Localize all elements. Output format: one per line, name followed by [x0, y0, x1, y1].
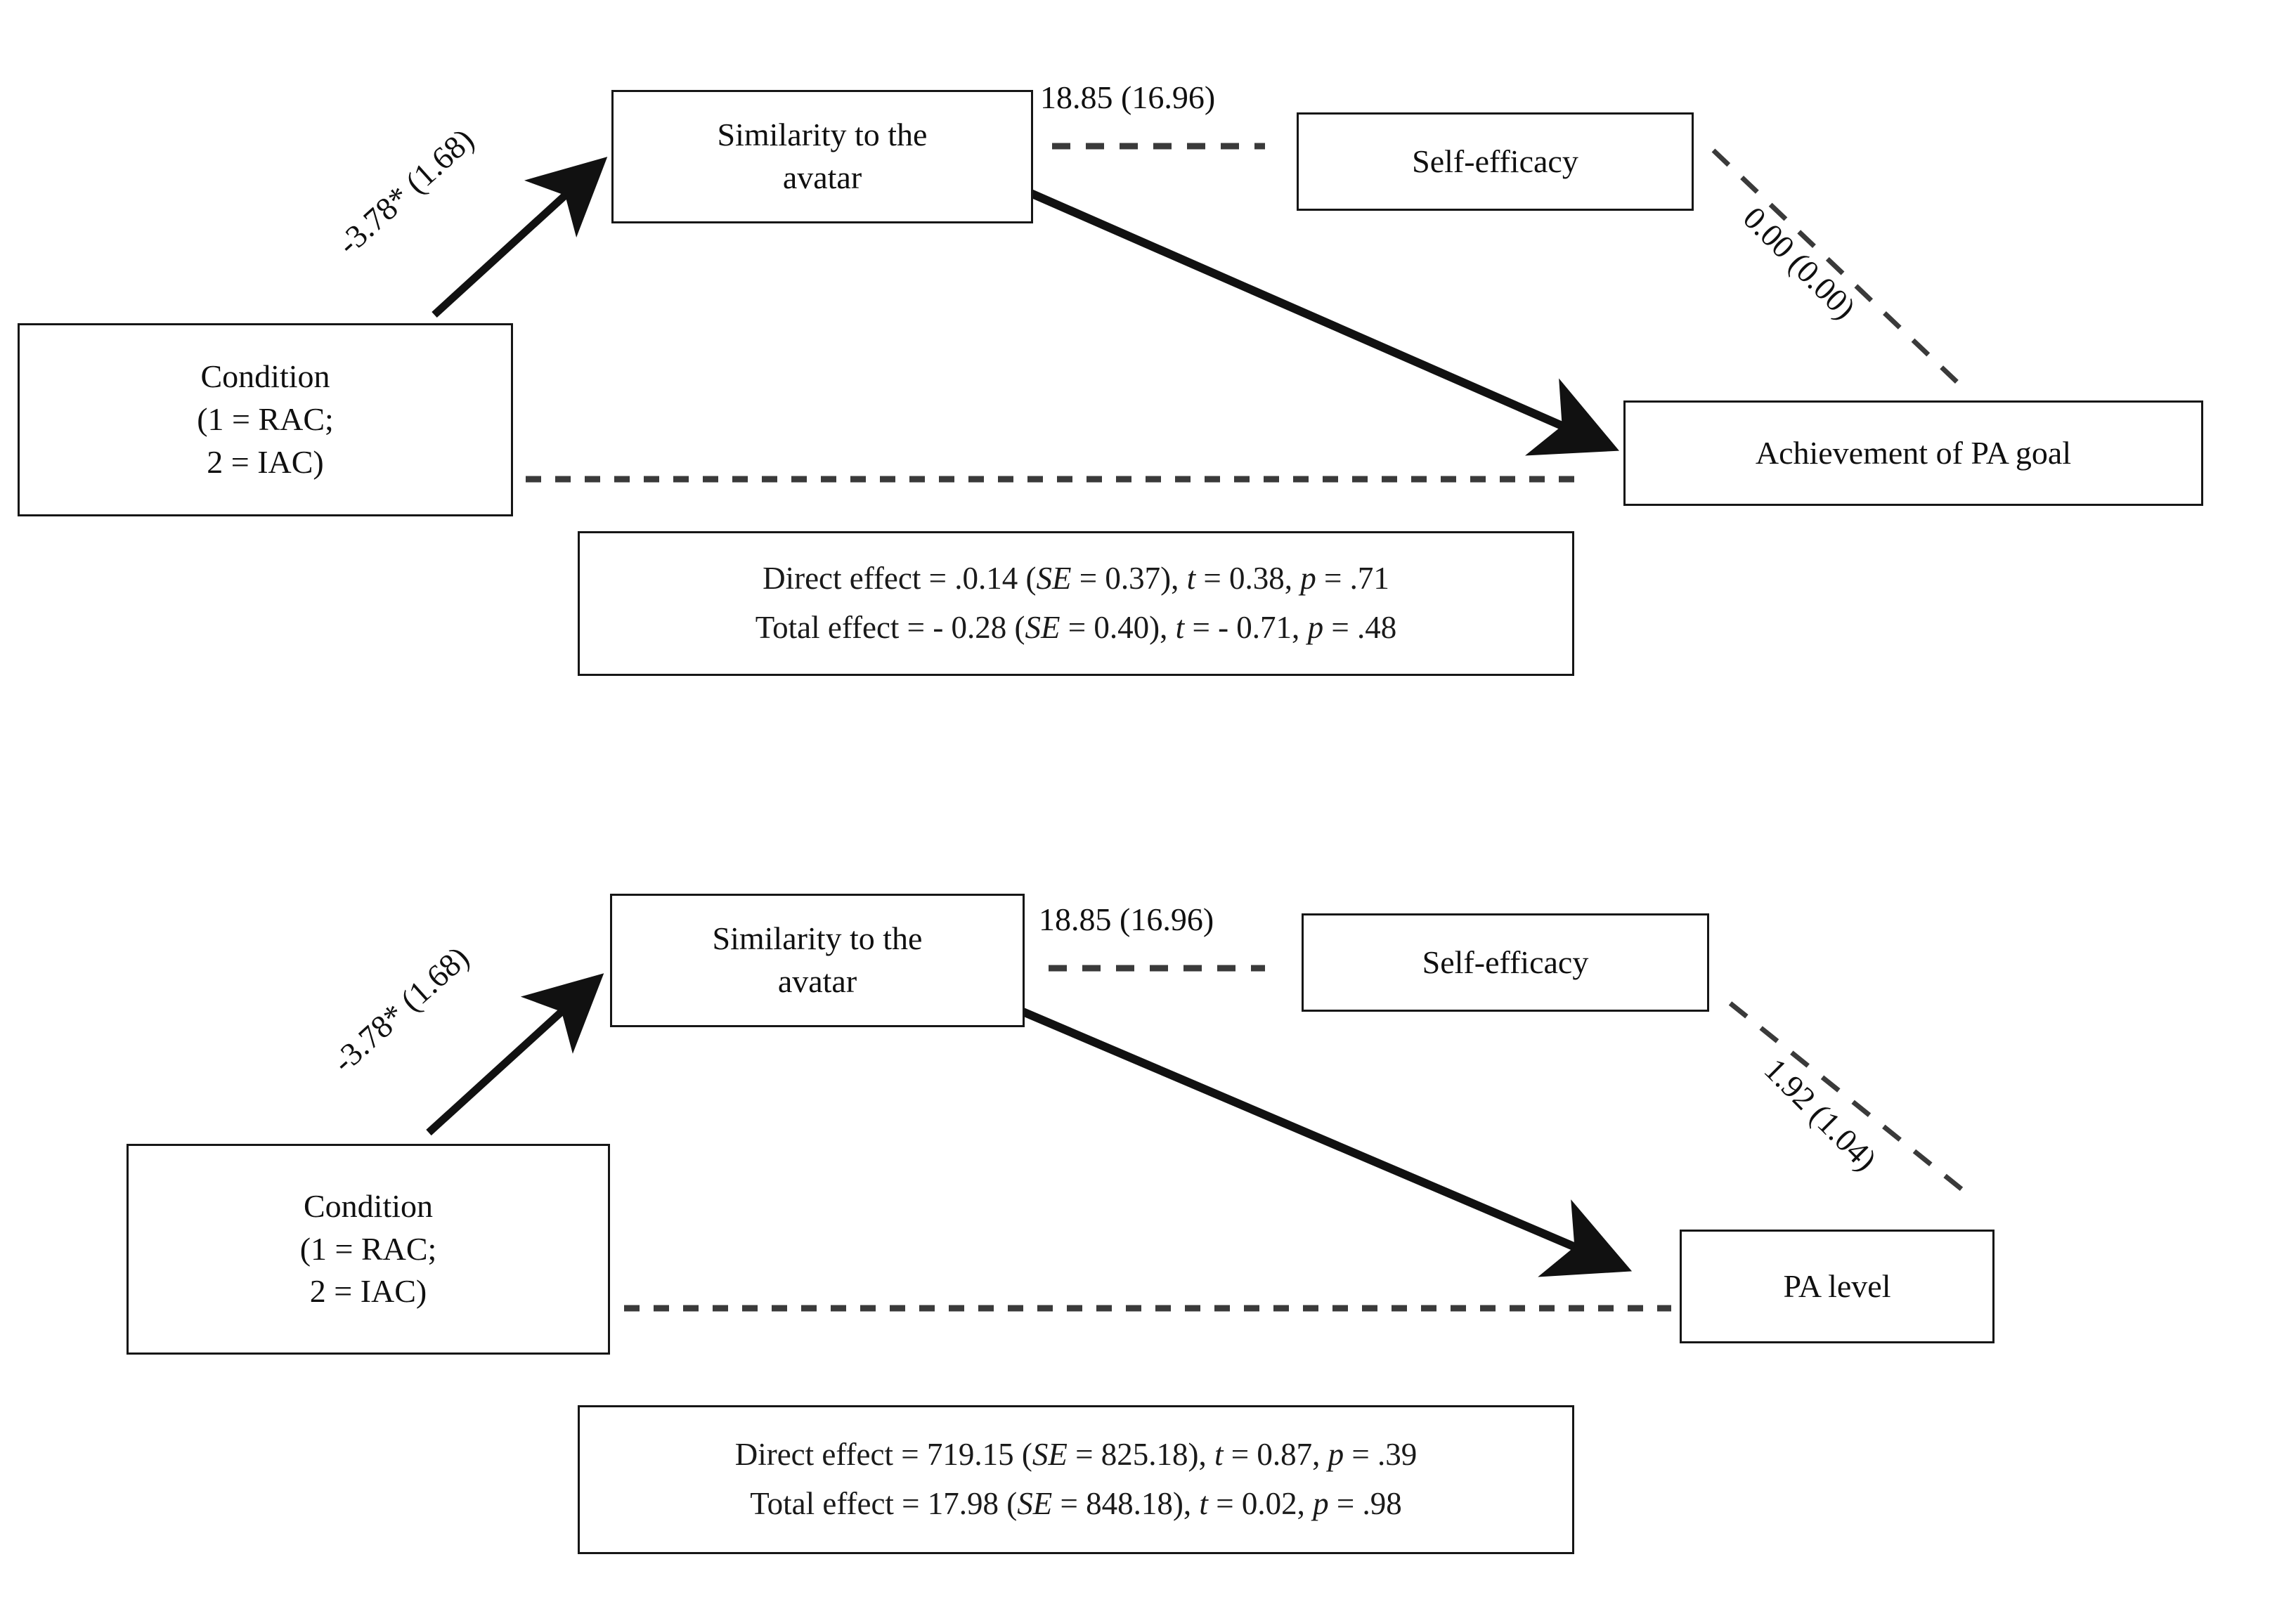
effects-total-p-value-bottom: = .98 — [1328, 1486, 1402, 1521]
node-condition-line3-top: 2 = IAC) — [207, 443, 324, 480]
effects-box-bottom: Direct effect = 719.15 (SE = 825.18), t … — [578, 1405, 1574, 1554]
node-achievement-of-pa-goal-top[interactable]: Achievement of PA goal — [1623, 400, 2203, 506]
node-self-efficacy-bottom[interactable]: Self-efficacy — [1302, 913, 1709, 1012]
effects-direct-prefix-bottom: Direct effect = 719.15 ( — [734, 1437, 1032, 1473]
effects-total-t-value-bottom: = 0.02, — [1207, 1486, 1314, 1521]
node-similarity-to-avatar-top[interactable]: Similarity to the avatar — [611, 90, 1033, 223]
node-condition-line2-top: (1 = RAC; — [197, 401, 334, 438]
effects-direct-t-label-bottom: t — [1214, 1437, 1224, 1473]
node-condition-title-top: Condition — [200, 358, 330, 395]
node-self-efficacy-label-bottom: Self-efficacy — [1422, 944, 1589, 980]
arrow-similarity-to-outcome-top — [1008, 180, 1619, 456]
node-pa-level-bottom[interactable]: PA level — [1680, 1230, 1995, 1343]
path-label-condition-to-similarity-bottom: -3.78* (1.68) — [325, 939, 476, 1080]
effects-direct-p-value-top: = .71 — [1316, 561, 1389, 597]
effects-total-prefix-top: Total effect = - 0.28 ( — [755, 610, 1025, 645]
path-label-selfefficacy-to-outcome-top: 0.00 (0.00) — [1736, 200, 1863, 326]
effects-total-t-label-top: t — [1175, 610, 1185, 645]
effects-total-t-value-top: = - 0.71, — [1184, 610, 1308, 645]
effects-total-row-top: Total effect = - 0.28 (SE = 0.40), t = -… — [755, 604, 1396, 653]
node-self-efficacy-top[interactable]: Self-efficacy — [1297, 112, 1694, 211]
effects-direct-t-label-top: t — [1186, 561, 1196, 597]
node-similarity-line2-top: avatar — [782, 159, 862, 195]
path-label-selfefficacy-to-outcome-bottom: 1.92 (1.04) — [1757, 1051, 1884, 1178]
effects-total-p-label-top: p — [1307, 610, 1324, 645]
dashed-selfefficacy-to-outcome-top — [1711, 148, 1960, 385]
effects-total-t-label-bottom: t — [1199, 1486, 1208, 1521]
node-condition-bottom[interactable]: Condition (1 = RAC; 2 = IAC) — [127, 1144, 610, 1355]
effects-direct-row-top: Direct effect = .0.14 (SE = 0.37), t = 0… — [763, 554, 1389, 604]
arrow-similarity-to-outcome-bottom — [1004, 1000, 1633, 1277]
effects-direct-mid-top: = 0.37), — [1071, 561, 1187, 597]
effects-total-mid-bottom: = 848.18), — [1052, 1486, 1200, 1521]
effects-direct-prefix-top: Direct effect = .0.14 ( — [763, 561, 1037, 597]
node-condition-line3-bottom: 2 = IAC) — [309, 1273, 427, 1310]
effects-total-p-label-bottom: p — [1313, 1486, 1329, 1521]
effects-direct-t-value-top: = 0.38, — [1195, 561, 1301, 597]
effects-box-top: Direct effect = .0.14 (SE = 0.37), t = 0… — [578, 531, 1574, 676]
node-similarity-to-avatar-bottom[interactable]: Similarity to the avatar — [610, 894, 1025, 1027]
effects-direct-p-label-bottom: p — [1328, 1437, 1344, 1473]
effects-direct-t-value-bottom: = 0.87, — [1223, 1437, 1328, 1473]
arrow-condition-to-similarity-top — [432, 157, 608, 318]
effects-total-row-bottom: Total effect = 17.98 (SE = 848.18), t = … — [750, 1480, 1401, 1529]
effects-direct-se-label-bottom: SE — [1032, 1437, 1068, 1473]
effects-total-mid-top: = 0.40), — [1060, 610, 1176, 645]
effects-total-prefix-bottom: Total effect = 17.98 ( — [750, 1486, 1018, 1521]
node-similarity-line1-bottom: Similarity to the — [712, 920, 923, 957]
effects-direct-row-bottom: Direct effect = 719.15 (SE = 825.18), t … — [735, 1430, 1418, 1480]
effects-direct-p-label-top: p — [1300, 561, 1316, 597]
node-pa-level-label-bottom: PA level — [1783, 1267, 1891, 1304]
node-similarity-line1-top: Similarity to the — [717, 117, 928, 153]
node-similarity-line2-bottom: avatar — [777, 963, 857, 999]
path-label-similarity-to-selfefficacy-bottom: 18.85 (16.96) — [1039, 901, 1214, 937]
effects-direct-p-value-bottom: = .39 — [1344, 1437, 1418, 1473]
path-label-condition-to-similarity-top: -3.78* (1.68) — [330, 121, 481, 262]
effects-total-se-label-top: SE — [1025, 610, 1061, 645]
node-condition-title-bottom: Condition — [303, 1187, 434, 1224]
arrow-condition-to-similarity-bottom — [426, 973, 604, 1136]
effects-direct-se-label-top: SE — [1036, 561, 1072, 597]
node-condition-line2-bottom: (1 = RAC; — [299, 1230, 437, 1267]
node-self-efficacy-label-top: Self-efficacy — [1412, 143, 1578, 179]
path-label-similarity-to-selfefficacy-top: 18.85 (16.96) — [1040, 79, 1216, 115]
node-achievement-label-top: Achievement of PA goal — [1755, 434, 2072, 471]
effects-direct-mid-bottom: = 825.18), — [1067, 1437, 1214, 1473]
node-condition-top[interactable]: Condition (1 = RAC; 2 = IAC) — [18, 323, 513, 516]
effects-total-se-label-bottom: SE — [1017, 1486, 1053, 1521]
effects-total-p-value-top: = .48 — [1323, 610, 1397, 645]
